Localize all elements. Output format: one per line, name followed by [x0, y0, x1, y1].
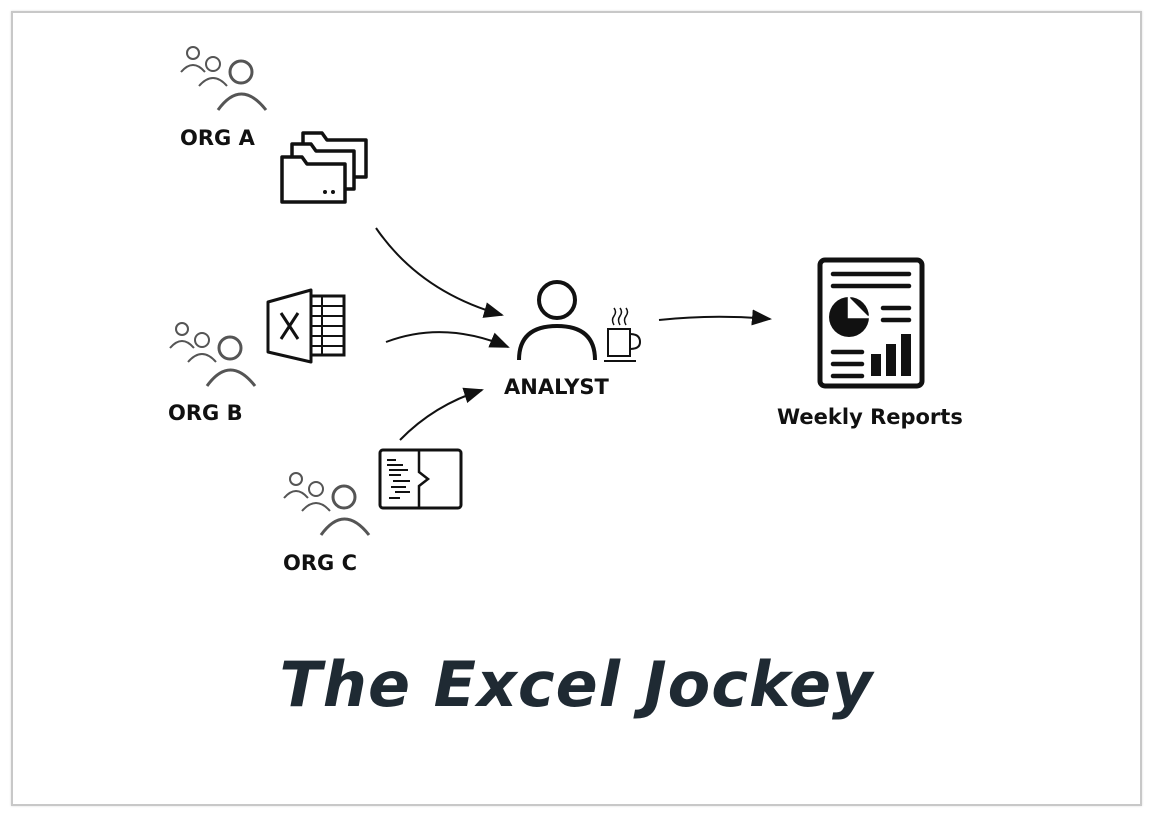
person-icon	[517, 280, 597, 361]
people-group-org-a-icon	[180, 46, 268, 111]
arrow-org-b-to-analyst	[385, 331, 510, 348]
code-document-icon	[378, 448, 463, 510]
weekly-reports-label: Weekly Reports	[777, 405, 963, 429]
arrow-org-a-to-analyst	[375, 227, 504, 318]
people-group-org-b-icon	[169, 322, 257, 387]
arrow-org-c-to-analyst	[399, 387, 484, 441]
org-a-label: ORG A	[180, 126, 256, 150]
analyst-label: ANALYST	[504, 375, 610, 399]
report-document-icon	[817, 257, 925, 389]
folders-icon	[280, 131, 368, 204]
diagram-frame	[11, 11, 1142, 806]
org-b-label: ORG B	[168, 401, 243, 425]
arrow-analyst-to-reports	[658, 309, 772, 326]
diagram-title: The Excel Jockey	[279, 648, 874, 721]
excel-icon	[266, 288, 346, 364]
org-c-label: ORG C	[283, 551, 357, 575]
coffee-cup-icon	[604, 307, 642, 362]
people-group-org-c-icon	[283, 472, 371, 536]
